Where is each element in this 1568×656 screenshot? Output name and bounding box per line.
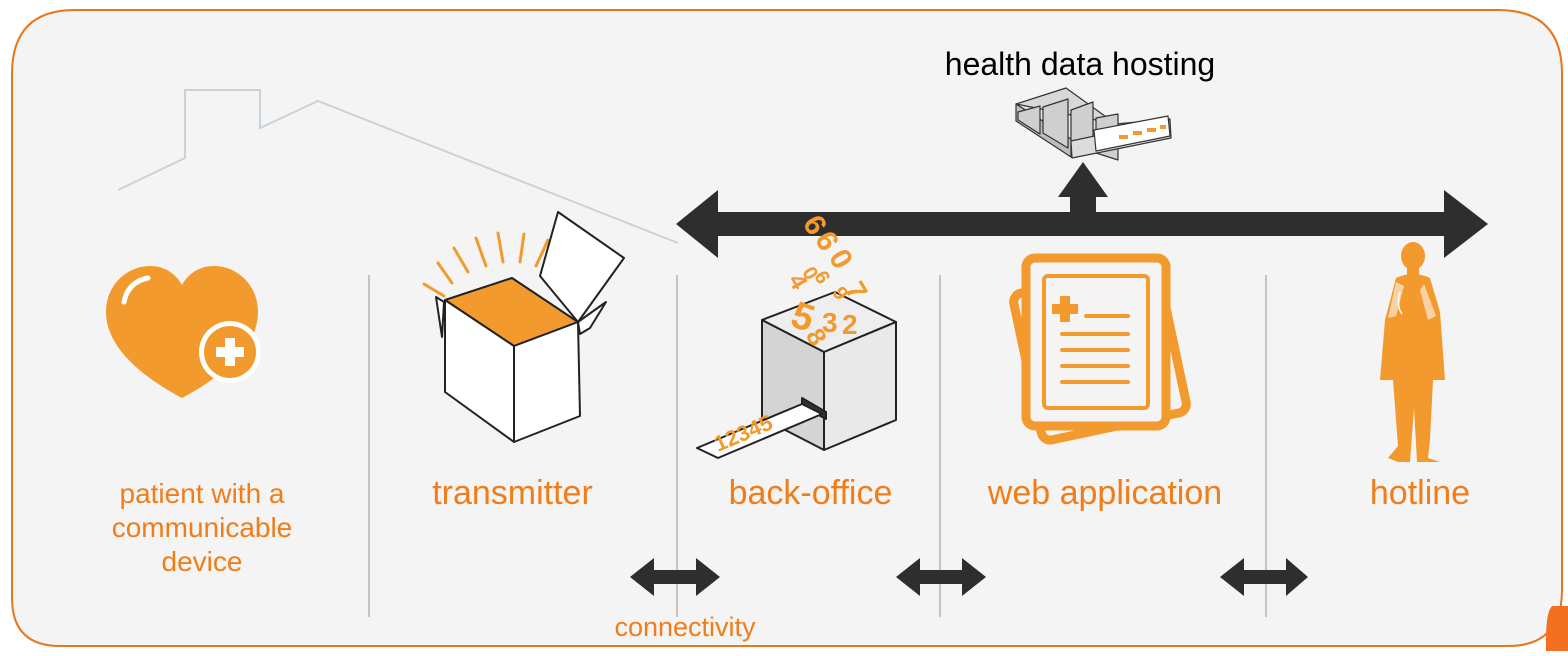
connector-arrows	[630, 558, 1308, 596]
connectivity-label: connectivity	[614, 612, 756, 642]
column-dividers	[368, 275, 1267, 617]
house-outline	[117, 89, 679, 244]
connector-arrow-1	[630, 558, 720, 596]
digit-mark: 2	[842, 309, 858, 340]
web-application-label: web application	[987, 474, 1223, 512]
open-box-icon	[422, 211, 625, 443]
digit-mark: 3	[822, 307, 838, 338]
hotline-label: hotline	[1369, 474, 1471, 512]
connector-arrow-3	[1220, 558, 1308, 596]
back-office-label: back-office	[728, 474, 893, 512]
corner-tab	[1546, 606, 1568, 651]
data-bus-arrow	[676, 162, 1488, 258]
medical-document-icon	[1009, 253, 1191, 445]
patient-label: patient with a communicable device	[111, 478, 293, 578]
heart-plus-icon	[106, 266, 261, 398]
data-box-icon	[696, 291, 897, 459]
transmitter-label: transmitter	[432, 474, 593, 512]
connector-arrow-2	[896, 558, 986, 596]
server-rack-icon	[1015, 87, 1172, 161]
health-data-hosting-label: health data hosting	[944, 46, 1216, 82]
doctor-icon	[1380, 242, 1445, 462]
